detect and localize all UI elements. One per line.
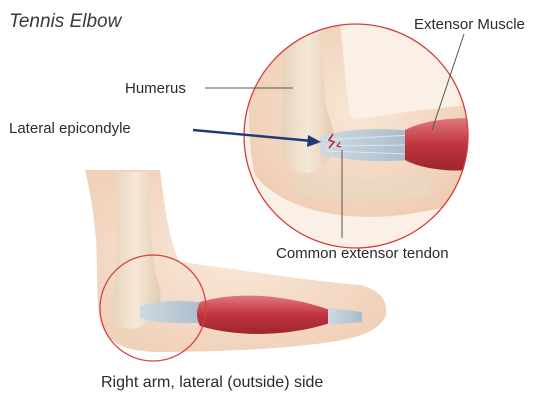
label-common-extensor-tendon: Common extensor tendon [276,246,449,261]
label-extensor-muscle: Extensor Muscle [414,17,525,32]
zoom-circle-illustration [244,24,470,248]
diagram-caption: Right arm, lateral (outside) side [101,375,323,391]
zoom-extensor-muscle [405,118,470,171]
small-arm-tendon [140,301,205,323]
label-lateral-epicondyle: Lateral epicondyle [9,121,131,136]
label-humerus: Humerus [125,81,186,96]
diagram-title: Tennis Elbow [9,12,121,31]
